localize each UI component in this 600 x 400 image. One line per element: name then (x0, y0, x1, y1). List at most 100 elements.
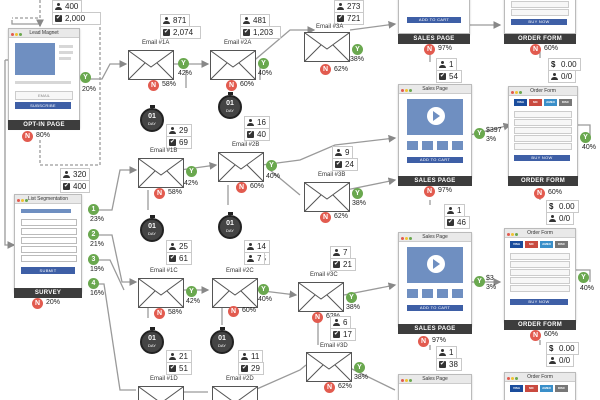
survey-option[interactable] (21, 246, 77, 253)
email-3a[interactable] (304, 32, 350, 62)
email-field[interactable]: EMAIL (15, 91, 73, 100)
yes-badge: Y (258, 58, 269, 69)
window-dots (11, 31, 23, 39)
users-icon (63, 171, 70, 179)
mastercard-icon: MC (525, 385, 538, 392)
order-field[interactable] (514, 111, 572, 118)
envelope-icon (138, 278, 184, 308)
no-badge: N (154, 308, 165, 319)
envelope-icon (218, 152, 264, 182)
email-2c[interactable] (212, 278, 258, 308)
sales-video[interactable] (407, 247, 463, 283)
add-to-cart-button[interactable]: ADD TO CART (407, 17, 461, 23)
email-3c[interactable] (298, 282, 344, 312)
order-form-2[interactable]: Order Form VISA MC AMEX DISC BUY NOW (508, 86, 578, 178)
no-badge: N (324, 382, 335, 393)
email-label: Email #1C (150, 268, 178, 274)
order-field[interactable] (510, 253, 570, 260)
order-form-4[interactable]: Order Form VISA MC AMEX DISC (504, 372, 576, 400)
survey-question (21, 209, 71, 213)
order-field[interactable] (514, 127, 572, 134)
email-2b[interactable] (218, 152, 264, 182)
page-title: List Segmentation (27, 196, 69, 202)
stat-sent: ✔61 (166, 252, 192, 265)
envelope-icon (212, 386, 258, 400)
branch-number: 1 (88, 204, 99, 215)
order-field[interactable] (511, 1, 569, 8)
email-3b[interactable] (304, 182, 350, 212)
order-field[interactable] (510, 269, 570, 276)
email-1a[interactable] (128, 50, 174, 80)
stat-value: 2,000 (65, 14, 86, 23)
yes-badge: Y (266, 160, 277, 171)
sales-page-3[interactable]: Sales Page ADD TO CART (398, 232, 472, 326)
yes-badge: Y (354, 362, 365, 373)
yes-percent: 40% (266, 173, 281, 180)
stat-sent: ✔29 (238, 362, 264, 375)
email-2d[interactable] (212, 386, 258, 400)
sales-video[interactable] (407, 99, 463, 135)
amex-card-icon: AMEX (544, 99, 557, 106)
email-1d[interactable] (138, 386, 184, 400)
email-3d[interactable] (306, 352, 352, 382)
order-field[interactable] (514, 143, 572, 150)
email-1b[interactable] (138, 158, 184, 188)
branch-percent: 16% (90, 290, 105, 297)
email-1c[interactable] (138, 278, 184, 308)
page-title: Sales Page (422, 376, 448, 382)
sales-page-1[interactable]: ADD TO CART (398, 0, 470, 34)
stat-value: 400 (65, 2, 79, 11)
sales-page-2[interactable]: Sales Page ADD TO CART (398, 84, 472, 178)
discover-card-icon: DISC (555, 385, 568, 392)
page-title: Sales Page (422, 86, 448, 92)
list-segmentation-page[interactable]: List Segmentation SUBMIT (14, 194, 82, 292)
order-field[interactable] (514, 119, 572, 126)
buy-now-button[interactable]: BUY NOW (510, 299, 568, 305)
order-field[interactable] (514, 135, 572, 142)
survey-option[interactable] (21, 219, 77, 226)
sales-page-4[interactable]: Sales Page (398, 374, 472, 400)
no-badge: N (226, 80, 237, 91)
subscribe-button[interactable]: SUBSCRIBE (15, 102, 71, 109)
stat-sent: ✔2,074 (160, 26, 201, 39)
survey-option[interactable] (21, 255, 77, 262)
play-icon[interactable] (427, 107, 445, 125)
survey-option[interactable] (21, 237, 77, 244)
order-field[interactable] (511, 9, 569, 16)
add-to-cart-button[interactable]: ADD TO CART (407, 305, 463, 311)
order-field[interactable] (510, 277, 570, 284)
no-badge: N (530, 44, 541, 55)
buy-now-button[interactable]: BUY NOW (511, 19, 567, 25)
page-title: Order Form (527, 374, 553, 380)
users-icon (439, 349, 446, 357)
order-form-1[interactable]: BUY NOW (504, 0, 576, 34)
email-label: Email #2C (226, 268, 254, 274)
users-icon (55, 3, 62, 11)
stat-users: 481 (240, 14, 271, 27)
submit-button[interactable]: SUBMIT (21, 267, 75, 274)
order-field[interactable] (510, 285, 570, 292)
survey-option[interactable] (21, 228, 77, 235)
buy-now-button[interactable]: BUY NOW (514, 155, 570, 161)
play-icon[interactable] (427, 255, 445, 273)
users-icon (163, 17, 170, 25)
stat-users: 9 (332, 146, 354, 159)
stat-users: 1 (436, 58, 458, 71)
order-form-3[interactable]: Order Form VISA MC AMEX DISC BUY NOW (504, 228, 576, 322)
order-field[interactable] (510, 261, 570, 268)
check-icon: ✔ (243, 29, 250, 37)
amex-card-icon: AMEX (540, 241, 553, 248)
add-to-cart-button[interactable]: ADD TO CART (407, 157, 463, 163)
stat-sent: ✔400 (60, 180, 91, 193)
stat-orders: 0/0 (546, 212, 575, 225)
lead-magnet-page[interactable]: Lead Magnet EMAIL SUBSCRIBE (8, 28, 80, 128)
stat-sent: ✔69 (166, 136, 192, 149)
email-2a[interactable] (210, 50, 256, 80)
